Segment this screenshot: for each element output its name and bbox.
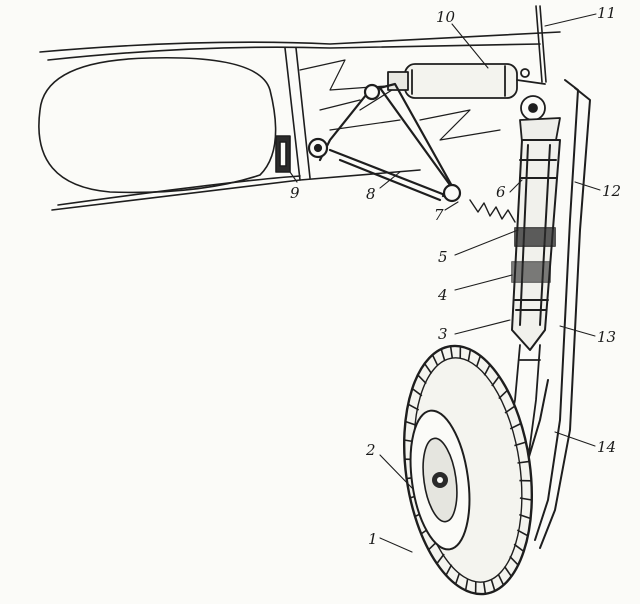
callout-13: 13: [597, 328, 616, 346]
tread-mark: [464, 578, 469, 591]
tread-mark: [497, 573, 505, 586]
retraction-cylinder: [387, 63, 546, 99]
tread-mark: [503, 566, 513, 577]
tread-mark: [516, 529, 529, 537]
callout-3: 3: [438, 325, 448, 343]
tread-mark: [514, 441, 527, 447]
callout-4: 4: [437, 286, 448, 304]
tread-mark: [411, 387, 423, 397]
tread-mark: [431, 354, 439, 367]
callout-7: 7: [434, 206, 444, 224]
tread-mark: [417, 374, 427, 385]
tread-mark: [445, 564, 453, 576]
tread-mark: [423, 363, 433, 374]
lock-spring: [469, 199, 516, 223]
tread-mark: [483, 364, 491, 376]
callout-2: 2: [365, 441, 376, 459]
wing-section: [39, 31, 561, 211]
tread-mark: [475, 355, 482, 368]
well-detail: [299, 59, 501, 141]
tread-mark: [519, 513, 531, 520]
top-rod: [535, 5, 547, 83]
callout-labels: 1 2 3 4 5 6 7 8 9 10 11 12 13 14: [290, 4, 621, 548]
tread-mark: [490, 579, 496, 592]
tread-mark: [436, 553, 445, 565]
upper-pivot: [519, 95, 561, 143]
callout-9: 9: [290, 184, 300, 202]
tread-mark: [498, 389, 508, 400]
tread-mark: [449, 346, 454, 359]
tread-mark: [513, 543, 525, 553]
tread-mark: [405, 420, 417, 427]
tread-mark: [482, 581, 487, 594]
wheel: [402, 344, 534, 596]
callout-14: 14: [597, 438, 616, 456]
callout-1: 1: [368, 530, 378, 548]
tread-mark: [517, 460, 530, 464]
wheel-well-outline: [38, 56, 277, 194]
leader-lines: [289, 13, 601, 553]
tread-mark: [467, 349, 472, 362]
tread-mark: [440, 348, 446, 361]
hinge-fitting: [275, 135, 291, 173]
callout-6: 6: [496, 183, 506, 201]
tread-mark: [407, 403, 420, 411]
main-strut: [511, 139, 561, 351]
tread-mark: [519, 497, 532, 501]
callout-12: 12: [602, 182, 621, 200]
side-brace: [307, 82, 462, 203]
callout-10: 10: [436, 8, 456, 26]
callout-11: 11: [597, 4, 616, 22]
tread-mark: [491, 375, 500, 387]
tread-mark: [504, 405, 516, 414]
callout-5: 5: [438, 248, 448, 266]
callout-8: 8: [366, 185, 376, 203]
tread-mark: [509, 422, 522, 430]
tread-mark: [454, 572, 461, 585]
tread-mark: [509, 555, 519, 566]
